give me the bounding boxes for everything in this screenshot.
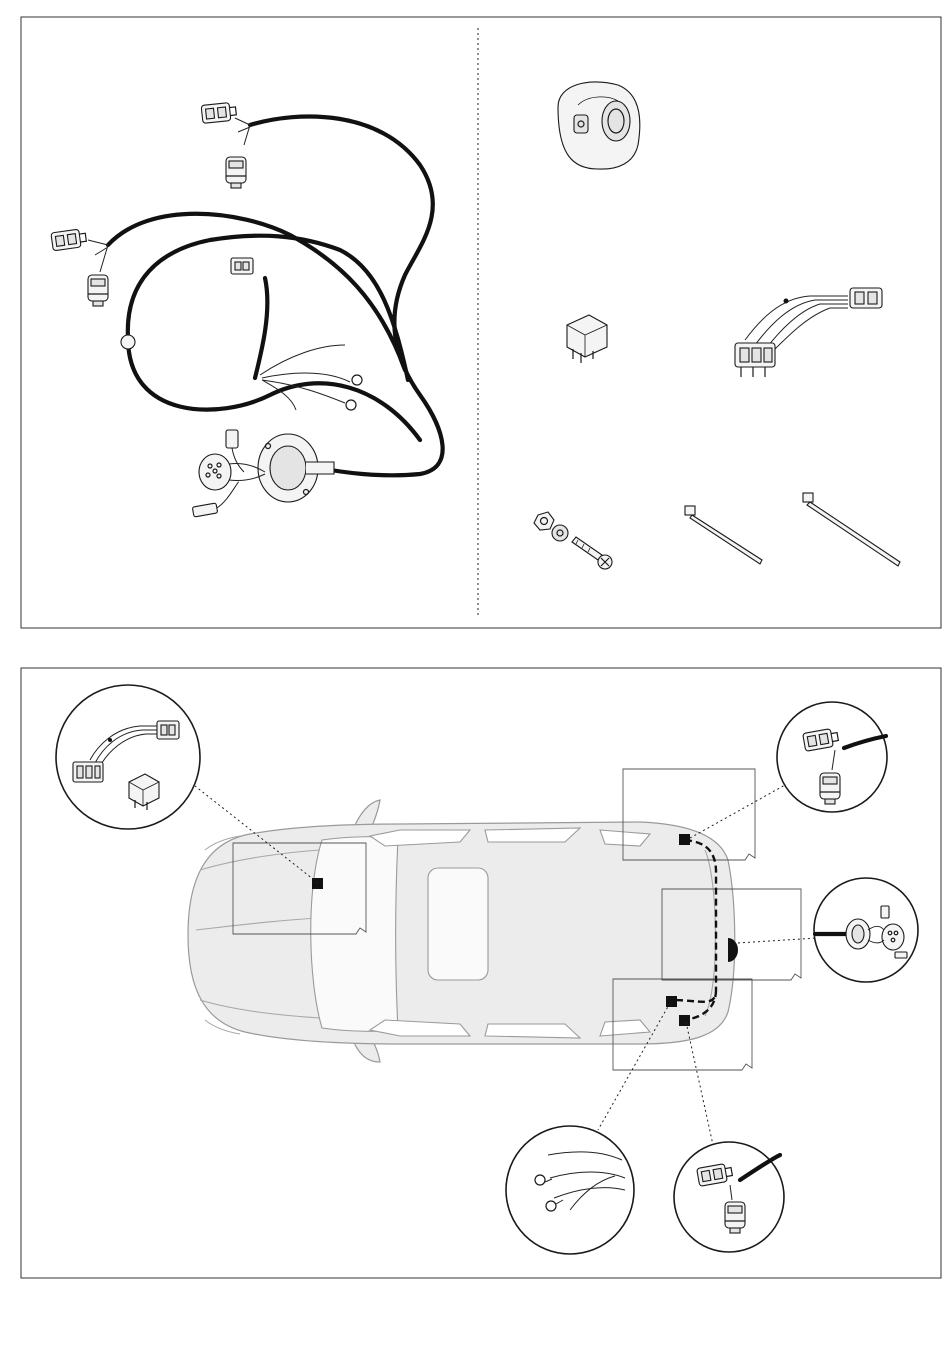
- detail-left-light: [777, 702, 887, 812]
- adapter-harness-icon: [735, 288, 882, 377]
- vehicle-panel: [21, 668, 941, 1278]
- socket-flange: [258, 434, 334, 502]
- cable-tie-icon: [685, 506, 762, 564]
- marker-left-light: [679, 834, 690, 845]
- detail-relay-adapter: [56, 685, 200, 829]
- detail-ground: [506, 1126, 634, 1254]
- car-top-view: [188, 800, 735, 1062]
- relay-icon: [567, 315, 607, 363]
- detail-right-light: [674, 1142, 784, 1252]
- marker-ground: [666, 996, 677, 1007]
- main-harness-icon: [51, 102, 443, 517]
- marker-tow-socket: [728, 938, 738, 962]
- parts-frame: [21, 17, 941, 628]
- socket-cover-icon: [558, 82, 640, 169]
- marker-right-light: [679, 1015, 690, 1026]
- detail-tow-socket: [814, 878, 918, 982]
- parts-panel: [21, 17, 941, 628]
- cable-tie-icon: [803, 493, 900, 566]
- bolt-nut-washer-icon: [534, 512, 612, 569]
